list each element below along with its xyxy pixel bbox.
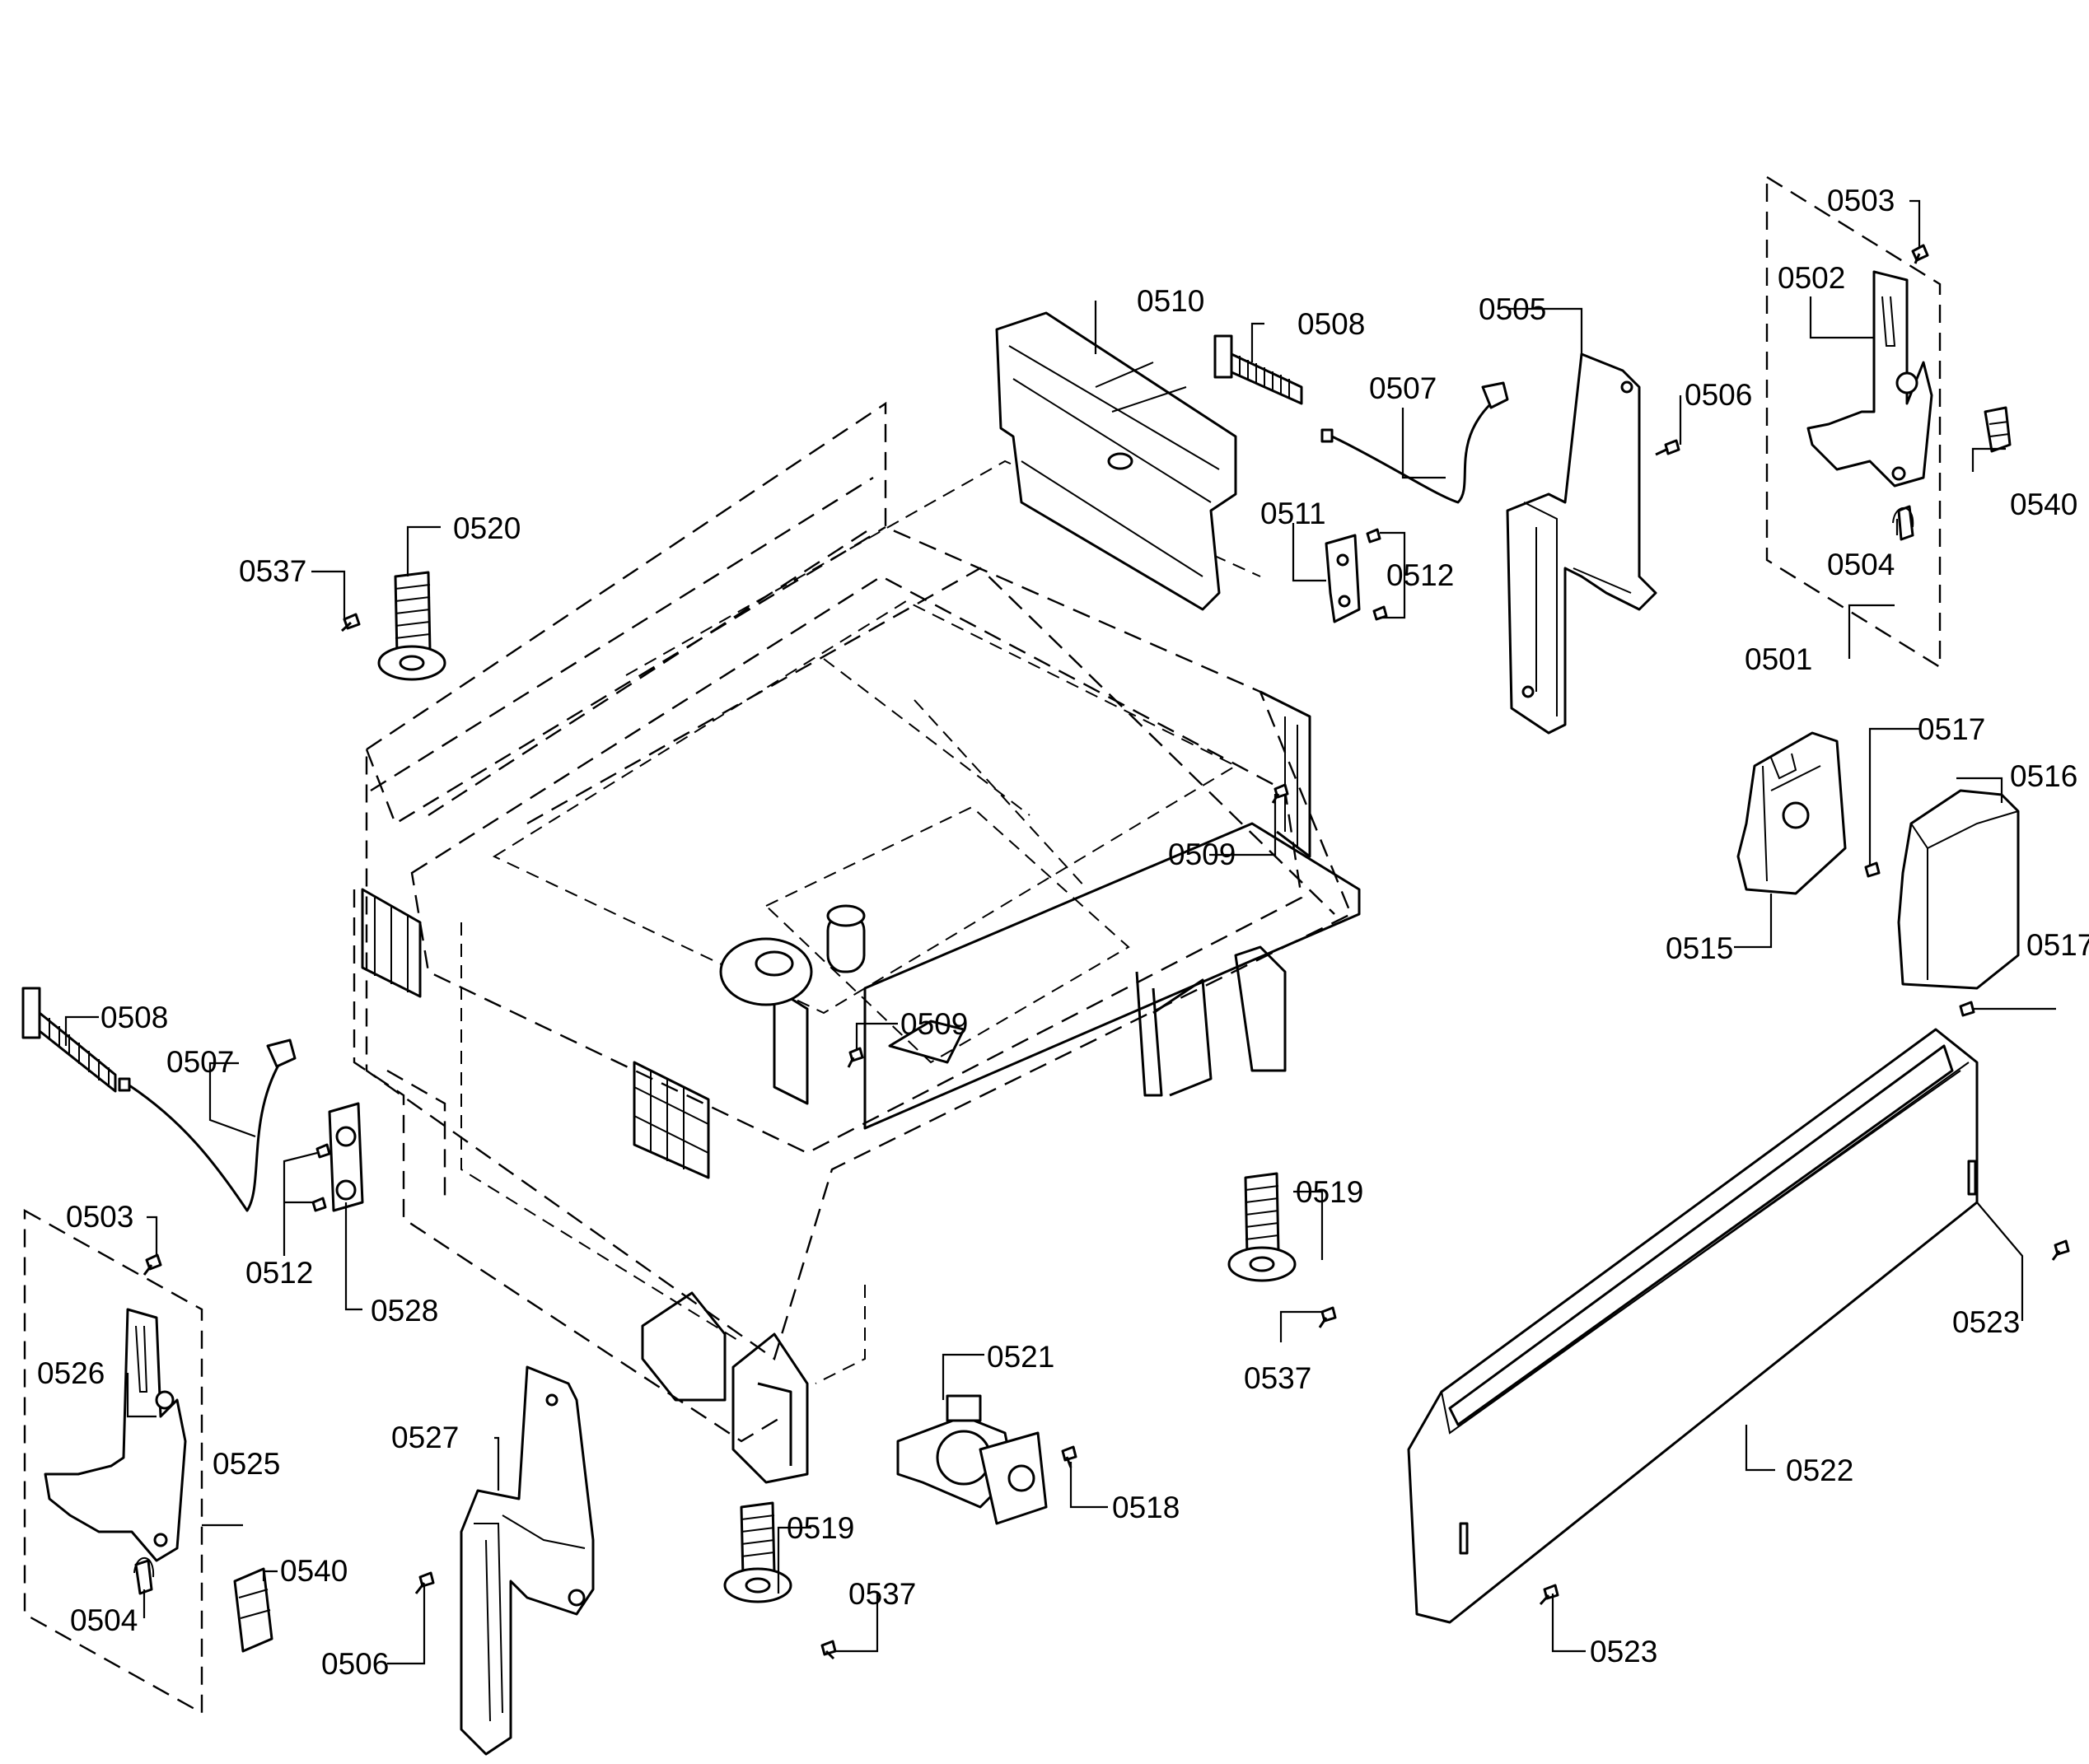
label-0515: 0515 xyxy=(1666,931,1733,965)
screw-0537-c xyxy=(820,1640,837,1660)
label-0528: 0528 xyxy=(371,1294,438,1328)
label-0504-top: 0504 xyxy=(1827,548,1895,581)
screw-0506-left xyxy=(414,1571,435,1594)
screw-0523-a xyxy=(2051,1239,2070,1261)
part-0501-hinge-assembly-right xyxy=(1765,175,1942,670)
screw-0512-left-b xyxy=(311,1197,327,1212)
screws xyxy=(133,244,2070,1660)
label-0504-left: 0504 xyxy=(70,1603,138,1637)
label-0508-top: 0508 xyxy=(1297,307,1365,341)
label-0505: 0505 xyxy=(1479,292,1546,326)
clip-0504-top xyxy=(1892,506,1914,528)
label-0511: 0511 xyxy=(1260,497,1326,530)
label-0502: 0502 xyxy=(1778,261,1845,295)
leader-lines xyxy=(64,199,2056,1665)
label-0525: 0525 xyxy=(213,1447,280,1481)
part-labels: 0503 0502 0510 0508 0505 0507 0506 0540 … xyxy=(37,184,2089,1681)
screw-0512-top-a xyxy=(1366,528,1381,544)
label-0509-b: 0509 xyxy=(900,1007,968,1041)
part-0540-clip-left xyxy=(233,1567,273,1653)
part-0505-hinge-bracket-right xyxy=(1506,352,1657,735)
screw-0512-top-b xyxy=(1372,605,1388,621)
part-0507-cable-left xyxy=(118,1038,297,1212)
label-0523-b: 0523 xyxy=(1590,1635,1657,1668)
part-0521-inlet-valve xyxy=(896,1394,1048,1525)
label-0517-a: 0517 xyxy=(1918,712,1985,746)
part-0520-leveling-foot xyxy=(377,571,446,681)
label-0537-a: 0537 xyxy=(239,554,306,588)
base-frame xyxy=(353,401,1361,1484)
part-0528-plate xyxy=(328,1102,364,1212)
label-0537-b: 0537 xyxy=(1244,1361,1311,1395)
part-0516-cover xyxy=(1897,789,2020,990)
screw-0503-top xyxy=(1911,244,1929,264)
label-0540-right: 0540 xyxy=(2010,488,2077,521)
label-0510: 0510 xyxy=(1137,284,1204,318)
part-0511-bracket xyxy=(1325,534,1361,623)
screw-0503-left xyxy=(143,1253,162,1276)
part-0519-leveling-foot-b xyxy=(723,1501,792,1603)
clip-0504-left xyxy=(133,1556,155,1578)
label-0506-top: 0506 xyxy=(1685,378,1752,412)
part-0527-hinge-bracket-left xyxy=(460,1365,595,1756)
part-0540-clip-right xyxy=(1984,406,2012,453)
screw-0537-a xyxy=(340,613,361,632)
label-0519-a: 0519 xyxy=(1296,1175,1363,1209)
label-0503-top: 0503 xyxy=(1827,184,1895,217)
label-0507-top: 0507 xyxy=(1369,371,1437,405)
part-0519-leveling-foot-a xyxy=(1227,1172,1297,1282)
screw-0506-top xyxy=(1655,439,1680,456)
label-0503-left: 0503 xyxy=(66,1200,133,1234)
label-0506-left: 0506 xyxy=(321,1647,389,1681)
screw-0517-b xyxy=(1959,1001,1975,1017)
part-0508-spring-top xyxy=(1213,334,1303,405)
label-0537-c: 0537 xyxy=(848,1577,916,1611)
screw-0518 xyxy=(1061,1445,1077,1468)
screw-0537-b xyxy=(1318,1306,1337,1328)
screw-0509-b xyxy=(847,1047,864,1068)
label-0517-b: 0517 xyxy=(2026,928,2089,962)
label-0518: 0518 xyxy=(1112,1491,1180,1524)
label-0516: 0516 xyxy=(2010,759,2077,793)
screw-0523-b xyxy=(1539,1584,1559,1606)
part-0515-bracket xyxy=(1736,731,1847,895)
label-0527: 0527 xyxy=(391,1421,459,1454)
label-0526: 0526 xyxy=(37,1356,105,1390)
screw-0512-left-a xyxy=(315,1143,331,1159)
label-0519-b: 0519 xyxy=(787,1511,854,1545)
label-0512-top: 0512 xyxy=(1386,558,1454,592)
label-0540-left: 0540 xyxy=(280,1554,348,1588)
label-0512-left: 0512 xyxy=(245,1256,313,1290)
part-0525-hinge-assembly-left xyxy=(23,1208,203,1715)
part-0510-control-module xyxy=(995,311,1237,611)
label-0520: 0520 xyxy=(453,511,521,545)
label-0522: 0522 xyxy=(1786,1454,1853,1487)
label-0508-left: 0508 xyxy=(100,1001,168,1034)
part-0522-toe-kick-panel xyxy=(1407,1028,1979,1624)
label-0507-left: 0507 xyxy=(166,1045,234,1079)
label-0501: 0501 xyxy=(1745,642,1812,676)
label-0509-a: 0509 xyxy=(1168,838,1236,871)
part-0508-spring-left xyxy=(21,987,117,1093)
label-0523-a: 0523 xyxy=(1952,1305,2020,1339)
label-0521: 0521 xyxy=(987,1340,1054,1374)
screw-0517-a xyxy=(1864,861,1881,878)
part-0507-cable-top xyxy=(1320,381,1509,504)
